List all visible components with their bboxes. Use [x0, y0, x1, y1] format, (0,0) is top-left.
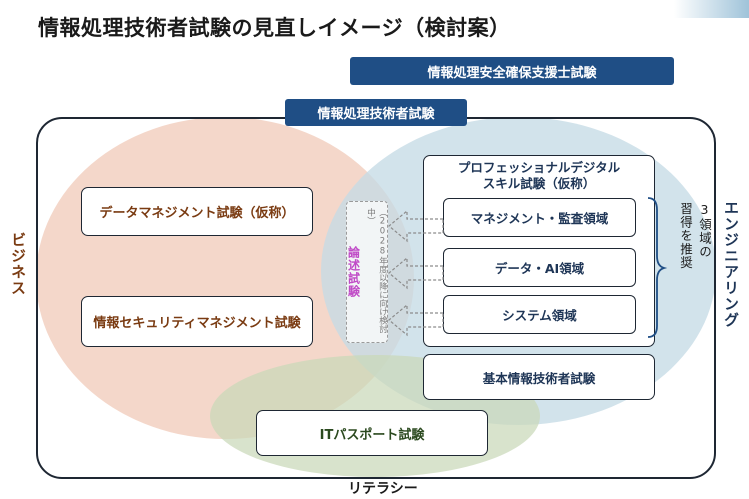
- data-management-exam: データマネジメント試験（仮称）: [81, 187, 313, 236]
- it-engineer-exam-label: 情報処理技術者試験: [285, 99, 467, 126]
- recommendation-line2: 習得を推奨: [678, 202, 693, 270]
- professional-exam-title-line1: プロフェッショナルデジタル: [457, 160, 621, 175]
- literacy-axis-label: リテラシー: [348, 481, 418, 497]
- professional-exam-title-line2: スキル試験（仮称）: [482, 176, 596, 191]
- domain-system: システム領域: [443, 295, 636, 334]
- business-axis-label: ビジネス: [9, 232, 27, 296]
- security-management-exam: 情報セキュリティマネジメント試験: [81, 296, 313, 347]
- fundamental-it-engineer-exam: 基本情報技術者試験: [423, 354, 655, 400]
- domain-data-ai: データ・AI領域: [443, 248, 636, 287]
- arrow-from-management-domain: [388, 209, 444, 243]
- essay-exam-label: 論述試験: [346, 246, 361, 298]
- engineering-axis-label: エンジニアリング: [722, 200, 740, 328]
- domain-management-audit: マネジメント・監査領域: [443, 198, 636, 237]
- recommendation-line1: 3領域の: [697, 202, 712, 259]
- essay-exam-note: （2028年度以降に向け検討中）: [365, 208, 388, 333]
- security-support-exam-label: 情報処理安全確保支援士試験: [350, 57, 674, 85]
- recommendation-text: 3領域の 習得を推奨: [678, 202, 712, 342]
- it-passport-exam: ITパスポート試験: [256, 410, 488, 456]
- page-title: 情報処理技術者試験の見直しイメージ（検討案）: [38, 16, 511, 40]
- arrow-from-system-domain: [388, 303, 444, 337]
- domains-brace: [647, 197, 668, 338]
- essay-exam-box: （2028年度以降に向け検討中） 論述試験: [346, 201, 388, 343]
- arrow-from-data-ai-domain: [388, 256, 444, 290]
- corner-accent: [674, 0, 749, 18]
